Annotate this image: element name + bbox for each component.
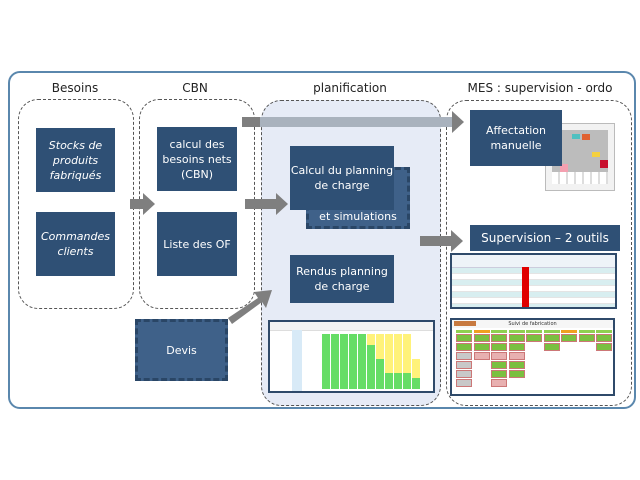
suivi-card (456, 361, 472, 369)
planning-chart-screenshot (268, 320, 435, 393)
planning-bar-yellow (385, 334, 393, 373)
suivi-card (508, 361, 525, 369)
planning-bar-yellow (394, 334, 402, 373)
suivi-title: Suivi de fabrication (452, 320, 613, 328)
suivi-card (491, 343, 507, 351)
box-rendus-planning: Rendus planning de charge (290, 255, 394, 303)
supervision-table-screenshot (450, 253, 617, 309)
box-devis: Devis (135, 319, 228, 381)
planning-bar-green (340, 334, 348, 389)
planning-bar-green (394, 372, 402, 389)
box-liste-of: Liste des OF (157, 212, 237, 276)
zone-mes (446, 100, 632, 406)
board-card (582, 134, 590, 140)
column-title-planification: planification (313, 81, 387, 95)
suivi-column-header (473, 330, 490, 333)
alert-column (522, 267, 529, 307)
arrow-besoins-to-cbn (130, 193, 155, 215)
suivi-card (491, 370, 507, 378)
box-calcul-planning: Calcul du planning de charge (290, 146, 394, 210)
suivi-card (508, 370, 525, 378)
column-title-mes: MES : supervision - ordo (467, 81, 613, 95)
suivi-column-header (543, 330, 560, 333)
planning-bar-yellow (403, 334, 411, 373)
box-simulations-label: et simulations (319, 210, 397, 223)
planning-bar-yellow (376, 334, 384, 359)
suivi-card (491, 352, 507, 360)
suivi-card (473, 352, 490, 360)
suivi-card (526, 334, 542, 342)
suivi-logo (454, 321, 476, 326)
suivi-column-header (561, 330, 577, 333)
suivi-column-header (508, 330, 525, 333)
suivi-card (561, 334, 577, 342)
suivi-column-header (526, 330, 542, 333)
box-stocks: Stocks de produits fabriqués (36, 128, 115, 192)
board-card (592, 152, 600, 157)
box-supervision: Supervision – 2 outils (470, 225, 620, 251)
board-card (572, 134, 580, 139)
box-commandes: Commandes clients (36, 212, 115, 276)
box-affectation: Affectation manuelle (470, 110, 562, 166)
planning-bar-green (412, 378, 420, 389)
arrow-planning-to-supervision (420, 230, 464, 252)
planning-bar-green (331, 334, 339, 389)
suivi-column-header (491, 330, 507, 333)
planning-bar-yellow (412, 358, 420, 378)
suivi-card (473, 343, 490, 351)
board-card (560, 164, 568, 172)
table-row (452, 280, 615, 286)
suivi-fabrication-screenshot: Suivi de fabrication (450, 318, 615, 396)
suivi-card (491, 334, 507, 342)
board-card (600, 160, 608, 168)
suivi-card (473, 334, 490, 342)
suivi-column-header (596, 330, 612, 333)
suivi-card (491, 361, 507, 369)
arrow-devis-to-planification (228, 290, 272, 324)
planning-bar-green (385, 372, 393, 389)
suivi-card (596, 334, 612, 342)
chart-toolbar (270, 322, 433, 331)
suivi-column-header (456, 330, 472, 333)
table-row (452, 304, 615, 307)
column-title-besoins: Besoins (51, 81, 99, 95)
table-header (452, 255, 615, 268)
board-pockets (552, 172, 608, 184)
planning-bar-green (403, 372, 411, 389)
suivi-card (596, 343, 612, 351)
planning-bar-green (349, 334, 357, 389)
table-row (452, 274, 615, 280)
table-row (452, 286, 615, 292)
planning-bar-yellow (367, 334, 375, 345)
table-row (452, 298, 615, 304)
box-calcul-besoins: calcul des besoins nets (CBN) (157, 127, 237, 191)
suivi-card (508, 343, 525, 351)
suivi-card (456, 343, 472, 351)
planning-bar-green (376, 358, 384, 389)
chart-left-column (292, 330, 302, 391)
suivi-card (456, 334, 472, 342)
suivi-card (578, 334, 595, 342)
table-row (452, 292, 615, 298)
suivi-column-header (578, 330, 595, 333)
arrow-cbn-to-planning (245, 193, 289, 215)
planning-bar-green (322, 334, 330, 389)
suivi-card (456, 379, 472, 387)
column-title-cbn: CBN (182, 81, 208, 95)
suivi-card (508, 352, 525, 360)
suivi-card (491, 379, 507, 387)
planning-bar-green (358, 334, 366, 389)
suivi-card (456, 370, 472, 378)
suivi-card (543, 334, 560, 342)
arrow-cbn-to-affectation (242, 111, 464, 133)
table-row (452, 268, 615, 274)
arrow-shape (228, 290, 272, 324)
suivi-card (543, 343, 560, 351)
planning-bar-green (367, 345, 375, 389)
suivi-card (456, 352, 472, 360)
suivi-card (508, 334, 525, 342)
